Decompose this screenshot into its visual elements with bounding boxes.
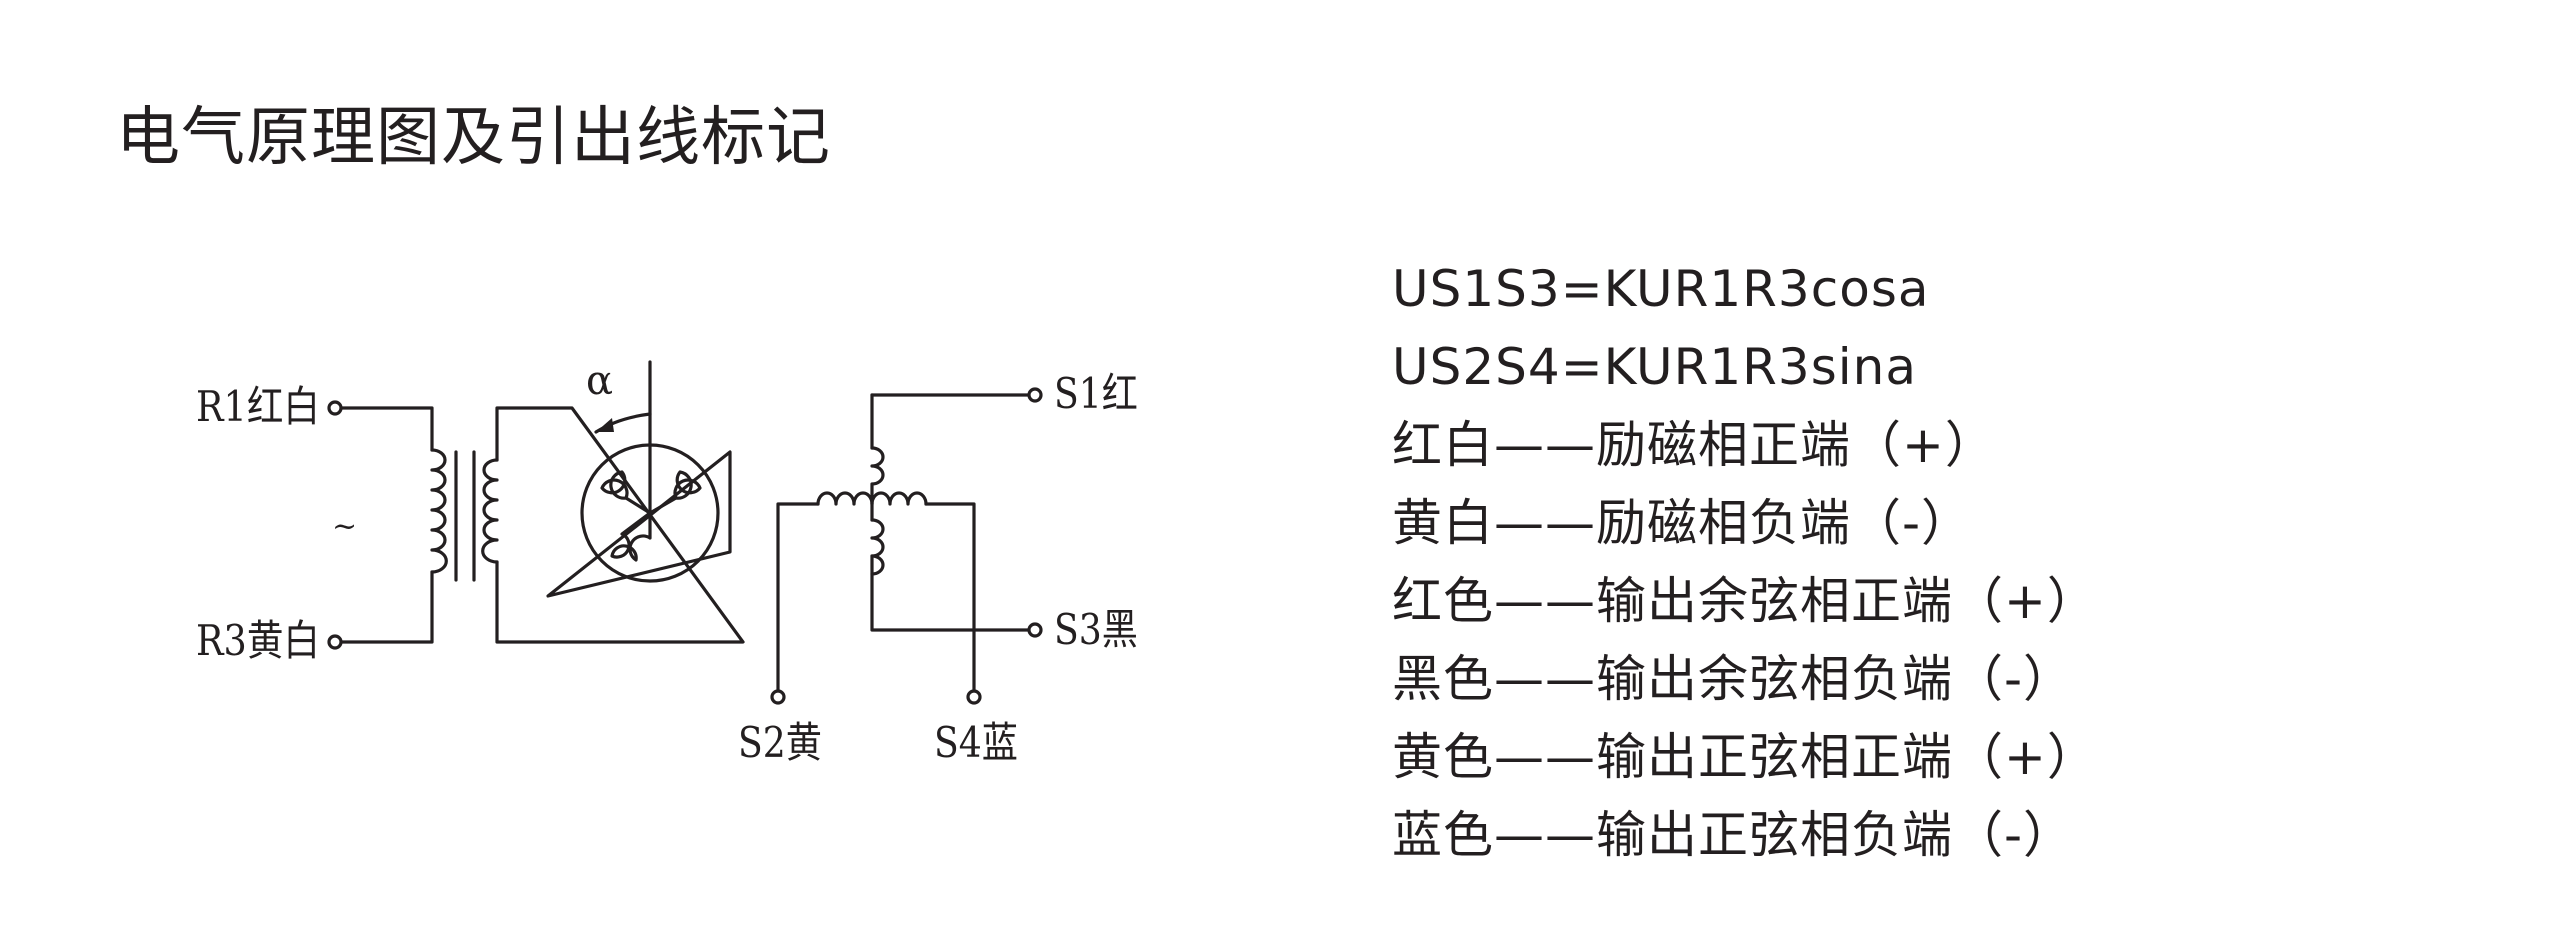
cosine-coil-lower — [870, 518, 885, 576]
label-s2: S2黄 — [738, 718, 822, 767]
label-s4: S4蓝 — [934, 718, 1018, 767]
transformer-core — [454, 450, 476, 582]
legend-item-yellow-white: 黄白——励磁相负端（-） — [1392, 494, 1973, 552]
legend-item-yellow: 黄色——输出正弦相正端（+） — [1392, 728, 2098, 786]
terminal-s4 — [966, 689, 982, 705]
rotor-circuit: α — [481, 358, 745, 644]
terminal-s2 — [770, 689, 786, 705]
legend-item-blue: 蓝色——输出正弦相负端（-） — [1392, 806, 2075, 864]
label-r3: R3黄白 — [196, 616, 320, 665]
legend-panel: US1S3=KUR1R3cosa US2S4=KUR1R3sina 红白——励磁… — [1392, 250, 2098, 874]
terminal-r1 — [327, 400, 343, 416]
angle-arrowhead — [596, 418, 614, 432]
terminal-s3 — [1027, 622, 1043, 638]
legend-item-black: 黑色——输出余弦相负端（-） — [1392, 650, 2075, 708]
terminal-r3 — [327, 634, 343, 650]
formula-sine: US2S4=KUR1R3sina — [1392, 338, 1918, 396]
legend-item-red: 红色——输出余弦相正端（+） — [1392, 572, 2098, 630]
input-circuit: R1红白 R3黄白 ~ — [196, 382, 448, 665]
page-title: 电气原理图及引出线标记 — [116, 101, 831, 175]
primary-coil — [430, 448, 448, 574]
label-s1: S1红 — [1054, 369, 1138, 418]
ac-symbol: ~ — [332, 509, 357, 544]
label-s3: S3黑 — [1054, 605, 1138, 654]
label-r1: R1红白 — [196, 382, 320, 431]
secondary-coil — [481, 458, 499, 564]
terminal-s1 — [1027, 387, 1043, 403]
cosine-coil-upper — [870, 446, 885, 502]
sine-coil-right — [870, 491, 928, 506]
sine-coil-left — [816, 491, 874, 506]
legend-item-red-white: 红白——励磁相正端（+） — [1392, 416, 1996, 474]
formula-cosine: US1S3=KUR1R3cosa — [1392, 260, 1930, 318]
output-circuit: S1红 S3黑 S2黄 S4蓝 — [738, 369, 1138, 767]
angle-symbol: α — [586, 358, 613, 404]
